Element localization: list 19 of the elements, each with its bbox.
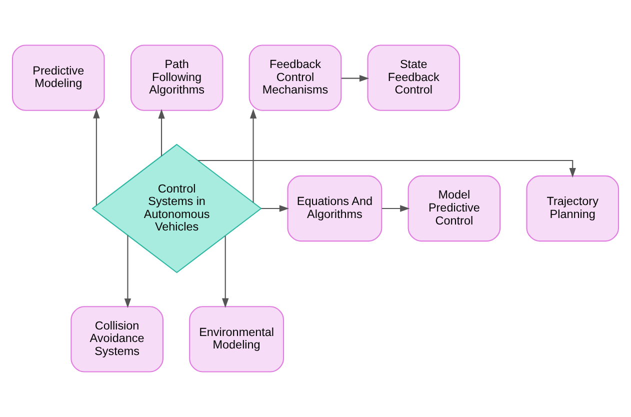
node-box: Collision Avoidance Systems	[70, 306, 164, 372]
arrow	[158, 109, 165, 156]
arrow	[124, 235, 132, 308]
arrow	[341, 74, 370, 82]
arrow	[261, 205, 289, 212]
arrow	[250, 108, 257, 203]
node-diamond: Control Systems in Autonomous Vehicles	[92, 144, 262, 274]
node-box: Predictive Modeling	[12, 44, 105, 111]
arrow	[198, 160, 576, 178]
arrow	[382, 205, 410, 212]
node-box: Path Following Algorithms	[130, 44, 224, 111]
node-box: Environmental Modeling	[189, 306, 284, 372]
node-box: Trajectory Planning	[526, 175, 620, 242]
node-box: Equations And Algorithms	[287, 175, 382, 242]
node-box: Feedback Control Mechanisms	[248, 44, 342, 111]
arrow	[222, 236, 229, 308]
node-box: State Feedback Control	[367, 44, 460, 111]
node-box: Model Predictive Control	[408, 175, 501, 242]
arrow	[93, 108, 100, 206]
